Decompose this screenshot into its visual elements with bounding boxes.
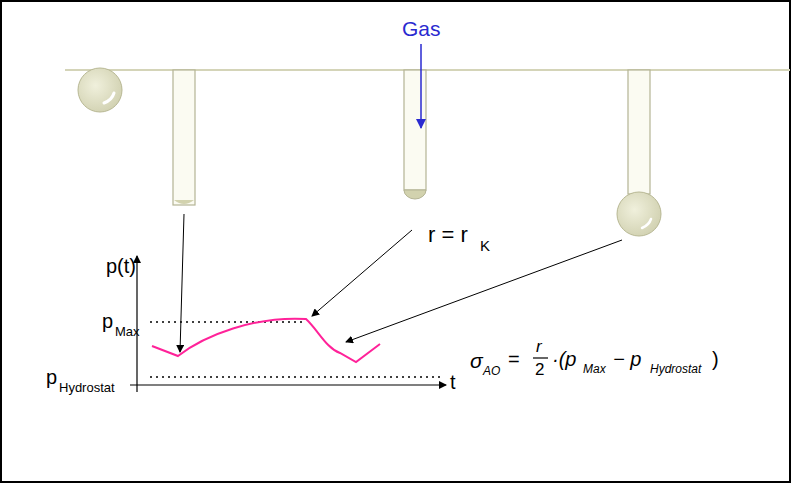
formula-symbol: r	[536, 338, 542, 355]
radius-subscript: K	[480, 238, 490, 253]
fraction-bar	[533, 357, 548, 358]
formula-subscript: AO	[483, 365, 500, 377]
hydrostat-subscript: Hydrostat	[59, 381, 115, 394]
leader-line	[180, 214, 184, 352]
hydrostat-label: p	[46, 367, 57, 387]
pmax-label: p	[102, 311, 113, 331]
free-bubble	[78, 68, 122, 112]
formula-subscript: Max	[583, 363, 606, 375]
leader-line	[312, 230, 412, 316]
y-axis	[136, 256, 137, 392]
formula-symbol: =	[508, 349, 520, 369]
leader-line	[346, 240, 622, 342]
pressure-curve	[152, 319, 380, 362]
formula-symbol: − p	[613, 349, 641, 369]
capillary-1	[173, 70, 195, 205]
pmax-level	[150, 321, 306, 323]
formula-symbol: ·(p	[552, 349, 576, 369]
gas-arrow	[420, 44, 422, 128]
formula-symbol: σ	[470, 350, 483, 371]
hydrostat-level	[150, 376, 440, 378]
x-axis	[130, 384, 446, 385]
formula-subscript: Hydrostat	[650, 363, 701, 375]
formula-symbol: 2	[535, 361, 544, 378]
capillary-3	[617, 70, 661, 236]
axis-label: p(t)	[106, 256, 136, 276]
radius-label: r = r	[428, 224, 468, 246]
formula-symbol: )	[712, 349, 719, 369]
pmax-subscript: Max	[115, 325, 140, 338]
gas-label: Gas	[402, 18, 441, 39]
axis-label: t	[450, 372, 456, 392]
capillary-2	[404, 70, 426, 199]
